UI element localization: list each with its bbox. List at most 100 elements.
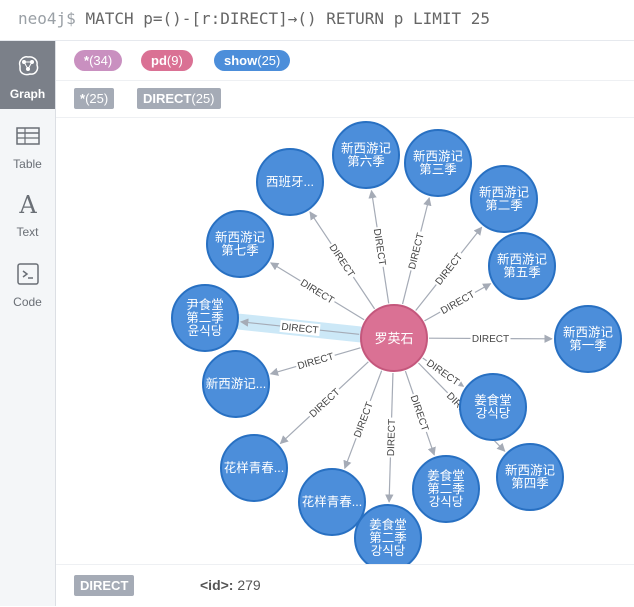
edge-label: DIRECT [352, 401, 375, 440]
node-caption: 姜食堂 [474, 393, 512, 408]
center-person-node[interactable]: 罗英石 [360, 304, 428, 372]
label-pill-pd[interactable]: pd(9) [141, 50, 193, 71]
node-caption: 尹食堂 [186, 297, 224, 312]
rel-tag-all[interactable]: *(25) [74, 88, 115, 109]
graph-icon [18, 56, 39, 76]
sidebar-item-label: Graph [9, 87, 46, 101]
edge-label-background [305, 384, 344, 421]
node-caption: 姜食堂 [369, 517, 407, 532]
query-statement: MATCH p=()-[r:DIRECT]→() RETURN p LIMIT … [85, 9, 491, 28]
show-node[interactable]: 新西游记... [202, 350, 270, 418]
node-caption: 第六季 [347, 155, 385, 169]
label-pill-show[interactable]: show(25) [214, 50, 291, 71]
edge-label-background [350, 398, 376, 441]
property-value: 279 [237, 577, 261, 593]
node-caption: 新西游记 [505, 463, 556, 478]
node-circle [404, 129, 472, 197]
sidebar-item-graph[interactable]: Graph [0, 41, 55, 109]
pill-name: pd [151, 53, 167, 68]
node-caption: 第三季 [419, 163, 457, 177]
table-icon [16, 127, 40, 145]
node-caption: 花样青春... [302, 494, 362, 509]
edge-label-background [384, 417, 398, 458]
node-caption: 第一季 [569, 339, 607, 353]
sidebar-item-table[interactable]: Table [0, 111, 55, 179]
edge-label: DIRECT [296, 351, 335, 372]
node-circle [206, 210, 274, 278]
sidebar-item-label: Table [13, 157, 42, 171]
edge-label: DIRECT [327, 242, 357, 279]
edge-label: DIRECT [424, 358, 461, 388]
node-circle [354, 504, 422, 564]
node-caption: 第二季 [186, 311, 224, 325]
node-caption: 강식당 [476, 407, 511, 421]
edge-label-background [470, 332, 511, 345]
tag-count: (25) [85, 91, 109, 106]
node-circle [360, 304, 428, 372]
edge-label-background [294, 349, 337, 373]
node-caption: 新西游记 [479, 185, 530, 200]
pill-count: (25) [257, 53, 281, 68]
node-caption: 新西游记 [413, 149, 464, 164]
label-pill-all[interactable]: *(34) [74, 50, 123, 71]
node-circle [202, 350, 270, 418]
node-caption: 강식당 [429, 495, 464, 509]
show-node[interactable]: 西班牙... [256, 148, 324, 216]
node-caption: 姜食堂 [427, 468, 465, 483]
show-node[interactable]: 花样青春... [298, 468, 366, 536]
graph-canvas[interactable]: DIRECT DIRECT DIRECT DIRECT DIRECT DIRECT DIRE… [56, 118, 634, 564]
node-caption: 西班牙... [266, 175, 314, 189]
node-circle [459, 373, 527, 441]
node-caption: 新西游记 [215, 230, 266, 245]
edge-label: DIRECT [371, 228, 388, 266]
node-circle [470, 165, 538, 233]
pill-count: (34) [89, 53, 113, 68]
tag-count: (25) [191, 91, 215, 106]
pill-count: (9) [166, 53, 183, 68]
node-caption: 第七季 [221, 244, 259, 258]
edge-label: DIRECT [434, 252, 466, 288]
node-circle [256, 148, 324, 216]
pill-name: show [224, 53, 258, 68]
edge-label: DIRECT [408, 394, 431, 433]
tag-name: * [80, 91, 86, 106]
edge-label-background [407, 392, 433, 434]
node-caption: 新西游记... [206, 376, 266, 391]
query-text[interactable]: neo4j$ MATCH p=()-[r:DIRECT]→() RETURN p… [18, 9, 490, 28]
node-circle [171, 284, 239, 352]
selected-type-tag[interactable]: DIRECT [74, 575, 135, 596]
tag-name: DIRECT [143, 91, 192, 106]
edge-label-background [405, 230, 427, 272]
edge-label-background [297, 275, 338, 307]
edge-label-background [279, 319, 321, 337]
result-panel: *(34) pd(9) show(25) *(25) DIRECT(25) DI… [56, 41, 634, 607]
pill-name: * [84, 53, 90, 68]
node-caption: 新西游记 [497, 252, 548, 267]
node-caption: 新西游记 [563, 325, 614, 340]
view-sidebar: Graph Table A Text Code [0, 41, 56, 606]
sidebar-item-code[interactable]: Code [0, 249, 55, 317]
node-caption: 윤식당 [188, 324, 223, 338]
relationship-types-row: *(25) DIRECT(25) [56, 81, 634, 118]
graph-svg[interactable]: DIRECT DIRECT DIRECT DIRECT DIRECT DIRECT DIRE… [56, 118, 634, 564]
edge-label-background [371, 226, 390, 268]
sidebar-item-text[interactable]: A Text [0, 179, 55, 247]
edge-label-background [431, 249, 466, 289]
show-node[interactable]: 花样青春... [220, 434, 288, 502]
rel-tag-direct[interactable]: DIRECT(25) [137, 88, 221, 109]
node-circle [488, 232, 556, 300]
node-caption: 罗英石 [374, 331, 413, 346]
sidebar-item-label: Code [13, 295, 42, 309]
node-caption: 第二季 [485, 199, 523, 213]
